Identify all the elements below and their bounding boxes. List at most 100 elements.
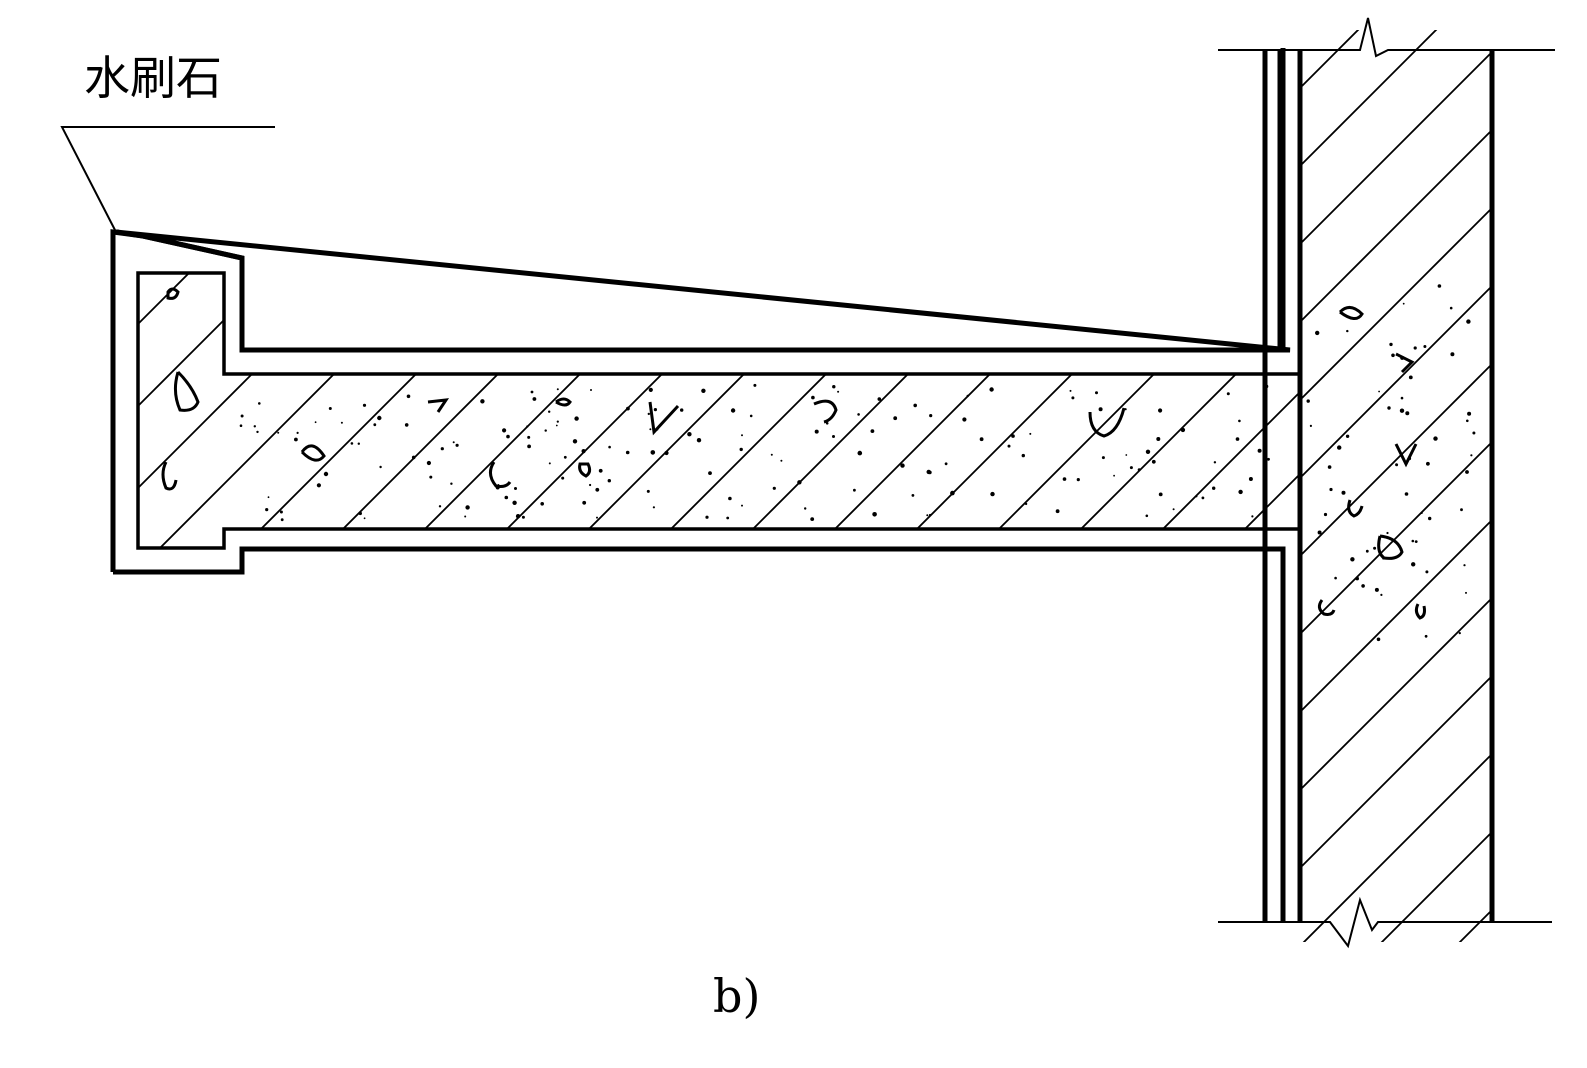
slab-aggregate-dot [404, 423, 409, 427]
wall-aggregate-dot [1399, 408, 1405, 413]
slab-aggregate-dot [646, 489, 650, 493]
slab-aggregate-dot [944, 462, 948, 466]
wall-aggregate-dot [1376, 637, 1381, 642]
slab-aggregate-dot [696, 438, 702, 443]
slab-aggregate-dot [989, 387, 994, 392]
slab-aggregate-dot [581, 449, 586, 454]
wall-aggregate-dot [1306, 399, 1310, 403]
slab-aggregate-dot [1158, 492, 1163, 497]
slab-aggregate-dot [739, 447, 743, 452]
slab-aggregate-dot [962, 417, 967, 422]
slab-hatch-line [967, 273, 1269, 548]
slab-aggregate-dot [900, 463, 905, 468]
slab-aggregate-dot [530, 390, 534, 394]
slab-aggregate-dot [608, 445, 611, 449]
slab-aggregate-dot [837, 390, 840, 393]
slab-aggregate-dot [572, 439, 578, 444]
slab-aggregate-dot [598, 468, 603, 473]
slab-aggregate-dot [267, 496, 270, 499]
wall-aggregate-dot [1374, 587, 1379, 592]
slab-aggregate-dot [804, 507, 807, 510]
slab-aggregate-dot [582, 500, 587, 505]
slab-aggregate-dot [877, 397, 882, 401]
slab-aggregate-dot [872, 512, 877, 517]
wall-aggregate-dot [1420, 511, 1423, 514]
wall-aggregate-dot [1327, 465, 1332, 469]
slab-aggregate-dot [340, 421, 343, 424]
slab-aggregate-dot [426, 460, 431, 466]
slab-aggregate-dot [1095, 391, 1098, 395]
slab-aggregate-dot [512, 500, 517, 505]
wall-aggregate-dot [1466, 319, 1471, 324]
slab-aggregate-dot [1248, 477, 1253, 481]
wall-aggregate-dot [1402, 302, 1405, 305]
wall-aggregate-dot [1460, 508, 1463, 512]
wall-aggregate-dot [1350, 557, 1355, 562]
slab-aggregate-dot [574, 416, 579, 421]
slab-hatch-line [229, 273, 531, 548]
slab-aggregate-dot [1007, 444, 1011, 448]
slab-aggregate-dot [527, 435, 531, 439]
slab-aggregate-dot [1158, 408, 1163, 413]
wall-hatch-line [1300, 518, 1492, 714]
slab-aggregate-dot [926, 514, 929, 517]
slab-aggregate-dot [514, 487, 517, 490]
slab-hatching [138, 273, 1300, 548]
wall-aggregate-dot [1465, 591, 1467, 594]
finish-layer-outline [115, 50, 1291, 353]
slab-aggregate-dot [280, 518, 284, 522]
slab-aggregate-dot [406, 394, 411, 399]
slab-aggregate-dot [1235, 437, 1240, 441]
slab-aggregate-dot [561, 476, 565, 480]
slab-aggregate-dot [810, 517, 815, 521]
slab-aggregate-dot [730, 408, 736, 413]
slab-hatch-line [1295, 273, 1300, 548]
slab-aggregate-dot [1024, 502, 1028, 506]
wall-aggregate-dot [1329, 487, 1333, 492]
slab-aggregate-dot [279, 510, 283, 514]
slab-hatch-line [557, 273, 859, 548]
slab-aggregate-dot [649, 428, 652, 431]
slab-pebble [813, 399, 838, 424]
wall-aggregate-dot [1405, 411, 1410, 416]
wall-aggregate-dot [1334, 576, 1337, 580]
slab-plaster-line [136, 271, 1300, 550]
slab-aggregate-dot [913, 403, 917, 408]
wall-aggregate-dot [1458, 632, 1461, 635]
slab-aggregate-dot [258, 402, 261, 405]
slab-aggregate-dot [929, 414, 933, 418]
slab-aggregate-dot [506, 434, 510, 439]
wall-hatch-line [1458, 908, 1492, 942]
slab-aggregate-dot [1113, 474, 1115, 477]
slab-aggregate-dot [1011, 434, 1015, 438]
slab-hatch-line [147, 273, 449, 548]
slab-aggregate-dot [440, 447, 444, 451]
wall-pebble [1338, 306, 1364, 320]
wall-aggregate-dot [1463, 564, 1466, 567]
slab-pebble [427, 398, 450, 413]
slab-aggregate-dot [772, 486, 776, 490]
slab-aggregate-dot [814, 429, 819, 434]
wall-hatching [1300, 30, 1492, 942]
slab-aggregate-dot [1213, 461, 1217, 464]
wall-aggregate-dot [1466, 419, 1469, 423]
slab-aggregate-dot [1226, 392, 1230, 396]
slab-aggregate-dot [664, 450, 669, 456]
slab-aggregate-dot [832, 435, 835, 438]
slab-hatch-line [1213, 273, 1300, 548]
slab-hatch-line [1131, 273, 1300, 548]
slab-aggregate-dot [687, 432, 692, 437]
wall-aggregate-dot [1433, 436, 1438, 441]
slab-aggregate-dot [701, 388, 706, 393]
wall-hatch-line [1300, 440, 1492, 636]
wall-aggregate-dot [1317, 530, 1322, 535]
wall-pebble [1347, 499, 1364, 518]
wall-hatch-line [1300, 30, 1438, 168]
slab-aggregate-dot [555, 424, 558, 427]
slab-aggregate-dot [240, 414, 244, 418]
slab-aggregate-dot [527, 444, 531, 449]
slab-aggregate-dot [797, 480, 802, 485]
slab-aggregate-dot [253, 425, 256, 428]
slab-aggregate-dot [455, 443, 459, 447]
